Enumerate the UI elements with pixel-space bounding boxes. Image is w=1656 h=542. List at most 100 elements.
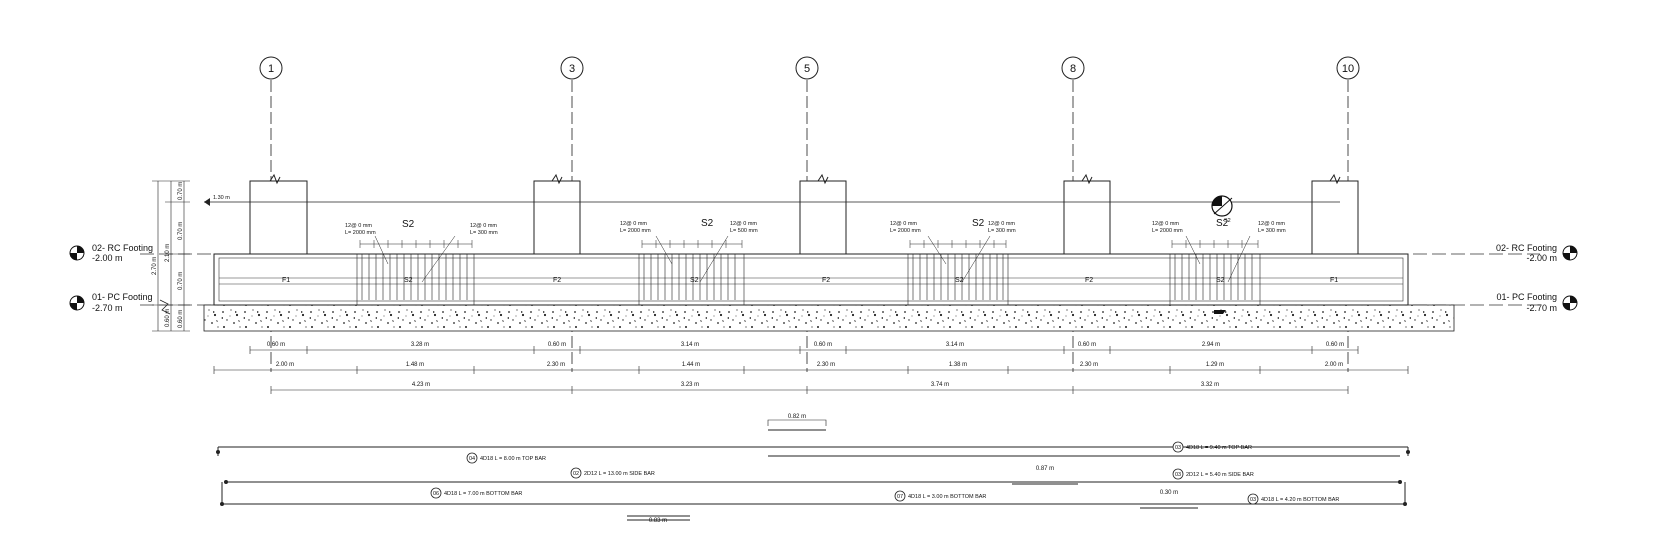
schedule-small-dim: 0.30 m xyxy=(1160,490,1178,496)
strip-label: S2 xyxy=(1216,218,1229,229)
dimension-label: 0.60 m xyxy=(1078,342,1096,348)
dimension-row-2: 2.00 m 1.48 m 2.30 m 1.44 m 2.30 m 1.38 … xyxy=(276,362,1343,368)
dimension-label: 2.00 m xyxy=(276,362,294,368)
bar-notes: 12@ 0 mm L= 2000 mm 12@ 0 mm L= 300 mm 1… xyxy=(345,221,1286,236)
strip-label: S2 xyxy=(972,218,985,229)
level-name: 02- RC Footing xyxy=(1496,243,1557,253)
bar-note-line: 12@ 0 mm xyxy=(620,221,647,227)
dimension-label: 1.29 m xyxy=(1206,362,1224,368)
schedule-bar-4: 03 2D12 L = 5.40 m SIDE BAR xyxy=(1172,468,1254,480)
schedule-bar-5: 06 4D18 L = 7.00 m BOTTOM BAR xyxy=(430,487,522,499)
bar-tag: 07 xyxy=(897,494,903,500)
schedule-small-dims: 0.87 m 0.30 m 0.83 m xyxy=(649,466,1178,524)
vertical-dim-outer: 0.60 m xyxy=(165,309,171,327)
level-marker-pc-right: 01- PC Footing -2.70 m xyxy=(1496,292,1578,313)
dimension-label: 0.60 m xyxy=(548,342,566,348)
strip-mark: S2 xyxy=(690,277,699,284)
schedule-bar-2: 03 4D18 L = 9.40 m TOP BAR xyxy=(1172,441,1252,453)
dimension-label: 4.23 m xyxy=(412,382,430,388)
bar-note-line: L= 300 mm xyxy=(1258,228,1286,234)
columns xyxy=(249,173,1359,254)
bar-label: 4D18 L = 9.40 m TOP BAR xyxy=(1186,445,1252,451)
dimension-label: 3.14 m xyxy=(946,342,964,348)
flag-icon xyxy=(1214,310,1226,314)
dimension-label: 2.30 m xyxy=(547,362,565,368)
schedule-bar-3: 02 2D12 L = 13.00 m SIDE BAR xyxy=(570,467,655,479)
level-value: -2.00 m xyxy=(92,253,123,263)
bar-note-line: L= 2000 mm xyxy=(620,228,651,234)
footing-label: F1 xyxy=(1330,277,1338,284)
bar-label: 2D12 L = 13.00 m SIDE BAR xyxy=(584,471,655,477)
level-marker-rc-left: 02- RC Footing -2.00 m xyxy=(69,243,153,263)
bar-note-line: L= 500 mm xyxy=(730,228,758,234)
bar-tag: 06 xyxy=(433,491,439,497)
bar-note-line: L= 2000 mm xyxy=(1152,228,1183,234)
stirrups xyxy=(361,254,1253,300)
bar-label: 4D18 L = 3.00 m BOTTOM BAR xyxy=(908,494,986,500)
bar-tag: 03 xyxy=(1175,445,1181,451)
column-5 xyxy=(799,173,847,254)
schedule-small-dim: 0.83 m xyxy=(649,518,667,524)
stirrup-ticks xyxy=(359,240,1259,248)
vertical-dim-total: 2.70 m xyxy=(152,257,158,275)
bar-tag: 04 xyxy=(469,456,475,462)
bar-note-line: 12@ 0 mm xyxy=(730,221,757,227)
footing-label: F1 xyxy=(282,277,290,284)
schedule-bar-6: 07 4D18 L = 3.00 m BOTTOM BAR xyxy=(894,490,986,502)
level-marker-rc-right: 02- RC Footing -2.00 m xyxy=(1496,243,1578,263)
column-3 xyxy=(533,173,581,254)
level-value: -2.70 m xyxy=(1526,303,1557,313)
section-marker: S2 xyxy=(1211,195,1233,224)
grid-label: 1 xyxy=(268,63,274,75)
vertical-dimensions xyxy=(152,180,190,332)
dimension-label: 0.60 m xyxy=(267,342,285,348)
dimension-label: 3.74 m xyxy=(931,382,949,388)
grid-label: 5 xyxy=(804,63,810,75)
level-name: 01- PC Footing xyxy=(92,292,153,302)
dimension-row-3: 4.23 m 3.23 m 3.74 m 3.32 m xyxy=(412,382,1219,388)
bar-note-line: L= 2000 mm xyxy=(890,228,921,234)
dimension-label: 1.38 m xyxy=(949,362,967,368)
strip-labels: S2 S2 S2 S2 xyxy=(402,218,1229,230)
footing-labels: F1 F2 F2 F2 F1 S2 S2 S2 S2 xyxy=(282,277,1338,284)
bar-label: 4D18 L = 8.00 m TOP BAR xyxy=(480,456,546,462)
vertical-dim-inner: 0.70 m xyxy=(178,182,184,200)
bar-note-line: 12@ 0 mm xyxy=(988,221,1015,227)
footing-label: F2 xyxy=(822,277,830,284)
bar-note-line: 12@ 0 mm xyxy=(1258,221,1285,227)
column-8 xyxy=(1063,173,1111,254)
grid-label: 10 xyxy=(1342,63,1354,75)
dimension-label: 0.60 m xyxy=(1326,342,1344,348)
vertical-dim-inner: 0.70 m xyxy=(178,222,184,240)
dimension-label: 2.30 m xyxy=(817,362,835,368)
bar-note-line: L= 2000 mm xyxy=(345,230,376,236)
bar-note-line: 12@ 0 mm xyxy=(345,223,372,229)
bar-note-line: 12@ 0 mm xyxy=(890,221,917,227)
vertical-dim-inner: 0.70 m xyxy=(178,272,184,290)
schedule-top-dim: 0.82 m xyxy=(788,414,806,420)
break-mark-left xyxy=(159,299,171,315)
level-value: -2.00 m xyxy=(1526,253,1557,263)
bar-tag: 02 xyxy=(573,471,579,477)
dimension-label: 2.30 m xyxy=(1080,362,1098,368)
bar-schedule: 0.82 m xyxy=(216,414,1410,521)
vertical-dim-inner: 0.60 m xyxy=(178,310,184,328)
dimension-label: 3.23 m xyxy=(681,382,699,388)
dimension-label: 1.44 m xyxy=(682,362,700,368)
bar-label: 4D18 L = 7.00 m BOTTOM BAR xyxy=(444,491,522,497)
grid-label: 3 xyxy=(569,63,575,75)
ground-line: 1.30 m xyxy=(204,195,1340,206)
bar-leaders xyxy=(374,235,1251,283)
left-note: 1.30 m xyxy=(213,195,230,201)
dimension-row-1: 0.60 m 3.28 m 0.60 m 3.14 m 0.60 m 3.14 … xyxy=(267,342,1344,348)
column-1 xyxy=(249,173,308,254)
dimension-label: 3.14 m xyxy=(681,342,699,348)
level-name: 01- PC Footing xyxy=(1496,292,1557,302)
dimension-chains xyxy=(213,346,1409,394)
grid-label: 8 xyxy=(1070,63,1076,75)
strip-mark: S2 xyxy=(955,277,964,284)
dimension-label: 2.00 m xyxy=(1325,362,1343,368)
dimension-label: 1.48 m xyxy=(406,362,424,368)
dimension-label: 2.94 m xyxy=(1202,342,1220,348)
